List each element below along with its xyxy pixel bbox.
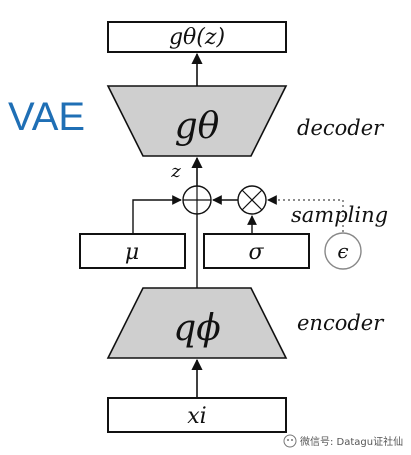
encoder-label: encoder	[297, 311, 385, 335]
decoder-trapezoid	[106, 85, 288, 157]
latent-z-label: z	[170, 161, 181, 182]
epsilon-label: ϵ	[337, 239, 348, 263]
mu-label: μ	[125, 240, 139, 265]
watermark-text: 微信号: Datagu证社仙	[300, 435, 403, 448]
output-label: gθ(z)	[169, 25, 225, 50]
times-symbol-b	[241, 189, 263, 211]
encoder-network-label: qϕ	[173, 308, 221, 349]
arrow-epsilon-to-times	[267, 195, 344, 232]
sigma-box	[203, 233, 310, 269]
wechat-icon	[283, 434, 297, 448]
decoder-network-label: gθ	[175, 106, 220, 147]
decoder-label: decoder	[297, 116, 385, 140]
input-label: xi	[187, 404, 206, 429]
diagram-title: VAE	[8, 95, 85, 139]
epsilon-node	[324, 232, 362, 270]
sampling-label: sampling	[291, 203, 388, 227]
arrow-mu-to-plus	[132, 195, 182, 234]
encoder-trapezoid	[106, 287, 288, 359]
mu-box	[79, 233, 186, 269]
input-box	[107, 397, 287, 433]
watermark: 微信号: Datagu证社仙	[283, 434, 403, 448]
sigma-label: σ	[248, 240, 264, 265]
output-box	[107, 21, 287, 53]
